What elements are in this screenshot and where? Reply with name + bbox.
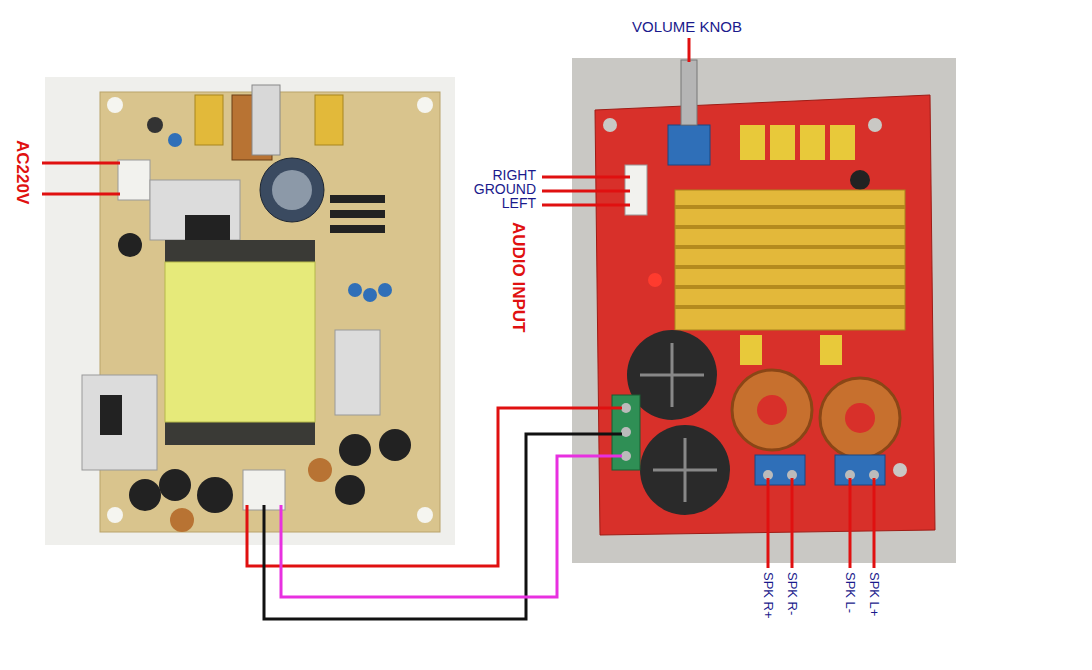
terminal-label: SPK L- [842,572,858,613]
signal-group-label: AUDIO INPUT [508,222,528,333]
amplifier-board [572,58,956,563]
wires [42,38,874,619]
terminal-label: SPK L+ [866,572,882,616]
terminal-label: SPK R- [784,572,800,615]
power-label: AC220V [12,140,32,204]
signal-name: LEFT [502,195,536,212]
power-supply-board [45,77,455,545]
terminal-label: SPK R+ [760,572,776,619]
part-label: VOLUME KNOB [632,18,742,36]
